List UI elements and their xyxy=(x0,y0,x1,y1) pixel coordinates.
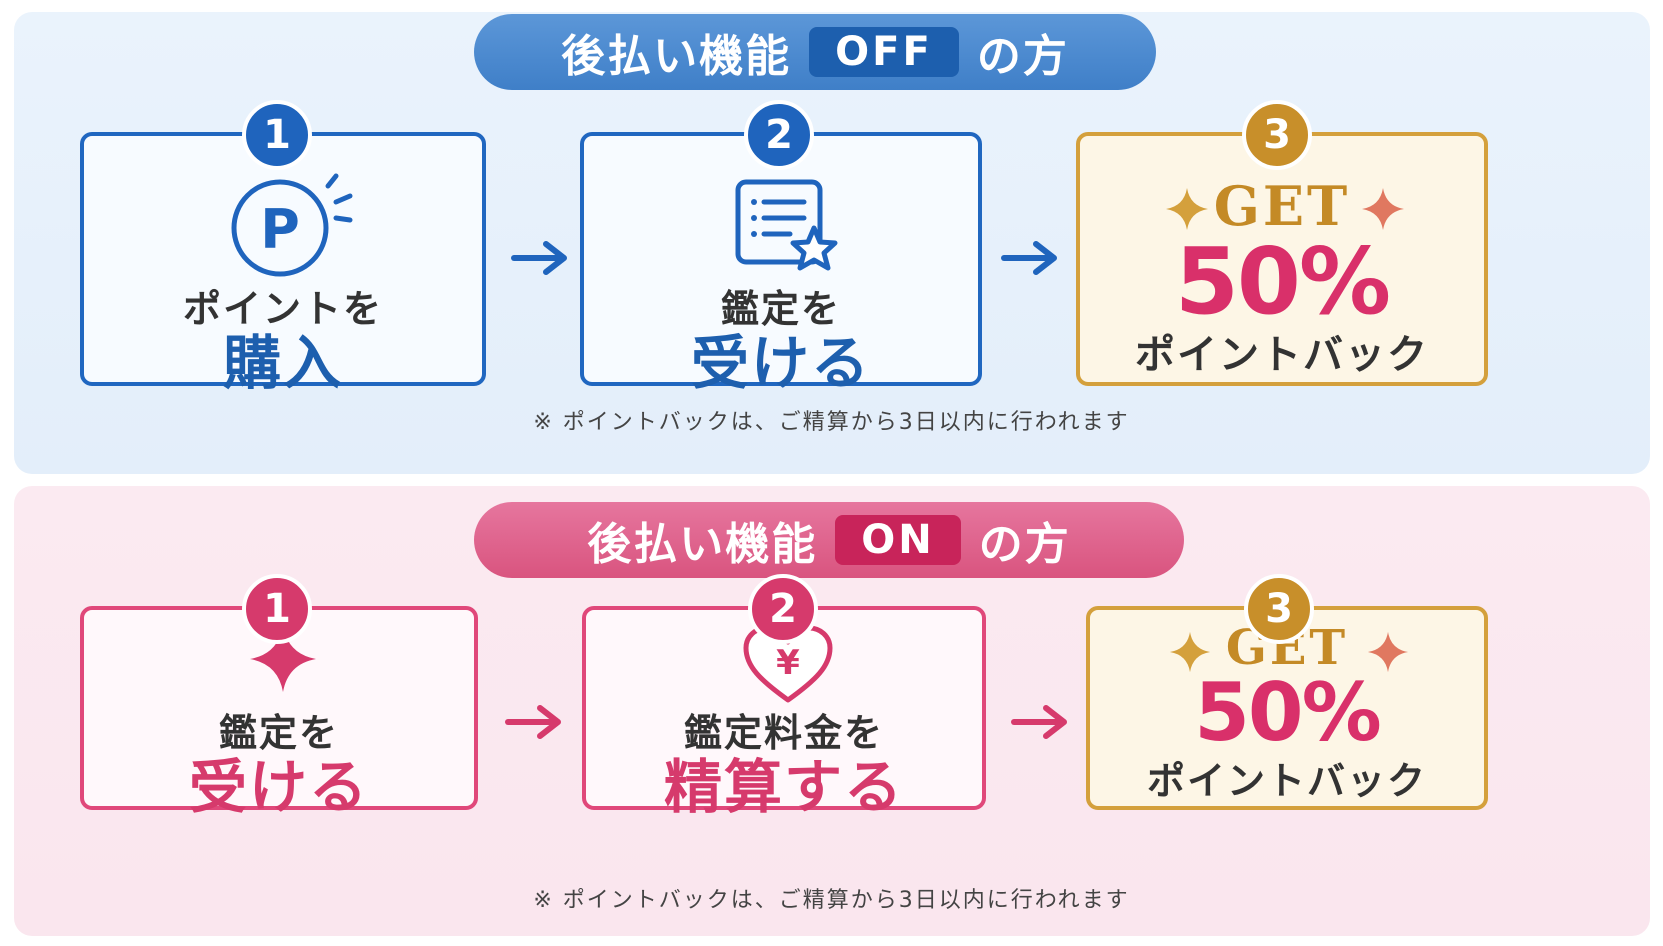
banner-suffix: の方 xyxy=(976,31,1069,82)
on-step1-number: 1 xyxy=(242,574,312,644)
off-step2-line1: 鑑定を xyxy=(720,287,841,331)
on-section-banner: 後払い機能 ON の方 xyxy=(474,502,1184,578)
arrow-right-icon xyxy=(1001,241,1057,275)
on-step3-number: 3 xyxy=(1244,574,1314,644)
svg-text:P: P xyxy=(260,198,300,261)
banner-prefix: 後払い機能 xyxy=(587,519,818,570)
sparkle-icon xyxy=(1367,631,1409,673)
off-step1-line1: ポイントを xyxy=(182,287,383,331)
off-section-note: ※ ポイントバックは、ご精算から3日以内に行われます xyxy=(533,410,1130,435)
sparkle-icon xyxy=(250,626,316,692)
banner-suffix: の方 xyxy=(978,519,1071,570)
off-step3-number: 3 xyxy=(1242,100,1312,170)
off-step3-card: GET 50% ポイントバック xyxy=(1076,132,1488,386)
off-step2-number: 2 xyxy=(744,100,814,170)
off-section-banner: 後払い機能 OFF の方 xyxy=(474,14,1156,90)
on-step2-number: 2 xyxy=(748,574,818,644)
sparkle-icon xyxy=(1166,188,1208,230)
arrow-right-icon xyxy=(505,705,561,739)
on-badge: ON xyxy=(835,515,961,565)
on-step1-line1: 鑑定を xyxy=(218,711,339,755)
on-step2-line2: 精算する xyxy=(663,753,904,821)
on-step2-card: ¥ 鑑定料金を 精算する xyxy=(582,606,986,821)
arrow-right-icon xyxy=(511,241,567,275)
off-step3-label: ポイントバック xyxy=(1135,332,1429,378)
off-step1-number: 1 xyxy=(242,100,312,170)
sparkle-icon xyxy=(1169,631,1211,673)
yen-glyph: ¥ xyxy=(776,643,800,683)
off-step2-line2: 受ける xyxy=(690,329,871,397)
off-badge: OFF xyxy=(809,27,959,77)
on-step2-line1: 鑑定料金を xyxy=(683,711,884,755)
document-star-icon xyxy=(735,179,838,271)
heart-yen-icon: ¥ xyxy=(743,625,833,703)
on-step3-percent: 50% xyxy=(1194,666,1381,759)
point-p-icon: P xyxy=(231,173,353,277)
off-step3-percent: 50% xyxy=(1174,228,1391,335)
on-step3-card: GET 50% ポイントバック xyxy=(1086,606,1488,810)
banner-prefix: 後払い機能 xyxy=(561,31,792,82)
off-step2-card: 鑑定を 受ける xyxy=(580,132,982,397)
off-step3-get: GET xyxy=(1213,174,1351,238)
off-step1-line2: 購入 xyxy=(222,329,343,397)
arrow-right-icon xyxy=(1011,705,1067,739)
on-step1-line2: 受ける xyxy=(188,753,369,821)
on-section-note: ※ ポイントバックは、ご精算から3日以内に行われます xyxy=(533,888,1130,913)
sparkle-icon xyxy=(1362,188,1404,230)
off-step1-card: P ポイントを 購入 xyxy=(80,132,486,397)
on-step3-label: ポイントバック xyxy=(1146,759,1427,803)
